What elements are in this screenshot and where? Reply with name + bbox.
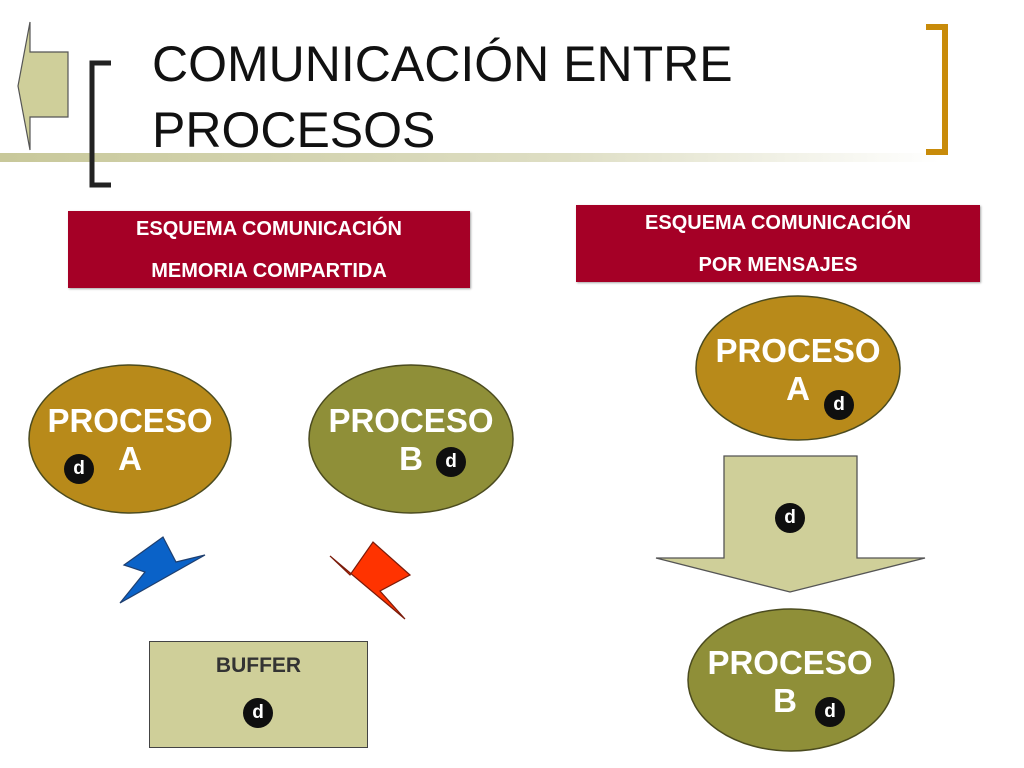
message-process-a-badge: d — [824, 390, 854, 420]
message-process-b-line1: PROCESO — [707, 644, 873, 681]
red-arrow-icon — [329, 541, 412, 620]
shared-process-b-badge: d — [436, 447, 466, 477]
message-process-a-line2: A — [786, 370, 810, 407]
shared-process-a-badge: d — [64, 454, 94, 484]
message-process-a-label: PROCESO A — [698, 332, 898, 408]
shared-memory-header-line2: MEMORIA COMPARTIDA — [151, 259, 387, 282]
shared-process-a-line1: PROCESO — [47, 402, 213, 439]
shared-memory-header-line1: ESQUEMA COMUNICACIÓN — [136, 217, 402, 240]
messages-header: ESQUEMA COMUNICACIÓN POR MENSAJES — [576, 205, 980, 282]
page-title-line2: PROCESOS — [152, 102, 436, 158]
buffer-badge: d — [243, 698, 273, 728]
page-title-line1: COMUNICACIÓN ENTRE — [152, 36, 733, 92]
back-arrow-icon — [17, 21, 69, 151]
shared-process-a-label: PROCESO A — [30, 402, 230, 478]
buffer-box: BUFFER — [149, 641, 368, 748]
shared-process-b-ellipse — [308, 364, 514, 514]
messages-header-line1: ESQUEMA COMUNICACIÓN — [645, 211, 911, 234]
shared-process-a-line2: A — [118, 440, 142, 477]
shared-process-b-line2: B — [399, 440, 423, 477]
shared-memory-header: ESQUEMA COMUNICACIÓN MEMORIA COMPARTIDA — [68, 211, 470, 288]
buffer-label: BUFFER — [215, 654, 302, 677]
message-process-a-line1: PROCESO — [715, 332, 881, 369]
right-bracket — [926, 24, 948, 155]
messages-header-line2: POR MENSAJES — [698, 253, 858, 276]
message-process-b-line2: B — [773, 682, 797, 719]
message-process-b-badge: d — [815, 697, 845, 727]
blue-arrow-icon — [119, 536, 206, 604]
message-process-b-label: PROCESO B — [690, 644, 890, 720]
message-arrow-badge: d — [775, 503, 805, 533]
title-underline — [0, 153, 940, 162]
shared-process-b-line1: PROCESO — [328, 402, 494, 439]
left-bracket — [89, 60, 111, 188]
shared-process-b-label: PROCESO B — [311, 402, 511, 478]
